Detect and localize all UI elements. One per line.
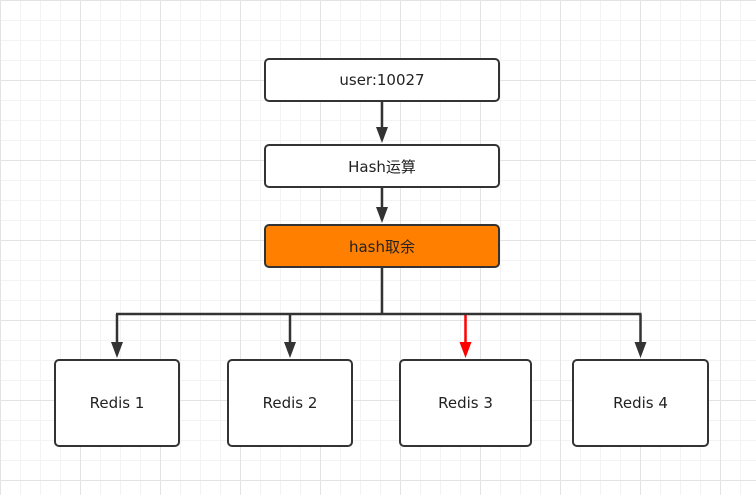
- hash-modulo-node[interactable]: hash取余: [264, 224, 500, 268]
- redis-node-3-label: Redis 3: [438, 394, 493, 412]
- redis-node-1-label: Redis 1: [89, 394, 145, 412]
- key-node-label: user:10027: [339, 71, 425, 89]
- arrowhead-modulo: [376, 207, 388, 223]
- hash-operation-node[interactable]: Hash运算: [264, 144, 500, 188]
- redis-node-4-label: Redis 4: [613, 394, 668, 412]
- redis-node-2-label: Redis 2: [262, 394, 318, 412]
- hash-modulo-label: hash取余: [348, 237, 416, 256]
- redis-node-1[interactable]: Redis 1: [54, 359, 180, 447]
- arrowhead-redis1: [111, 342, 123, 358]
- key-node[interactable]: user:10027: [264, 58, 500, 102]
- redis-node-3[interactable]: Redis 3: [399, 359, 532, 447]
- arrowhead-redis3: [459, 342, 472, 358]
- arrowhead-redis2: [284, 342, 296, 358]
- hash-operation-label: Hash运算: [348, 157, 416, 176]
- arrowhead-redis4: [634, 342, 647, 358]
- arrowhead-hash_op: [376, 127, 388, 143]
- redis-node-4[interactable]: Redis 4: [572, 359, 709, 447]
- redis-node-2[interactable]: Redis 2: [227, 359, 353, 447]
